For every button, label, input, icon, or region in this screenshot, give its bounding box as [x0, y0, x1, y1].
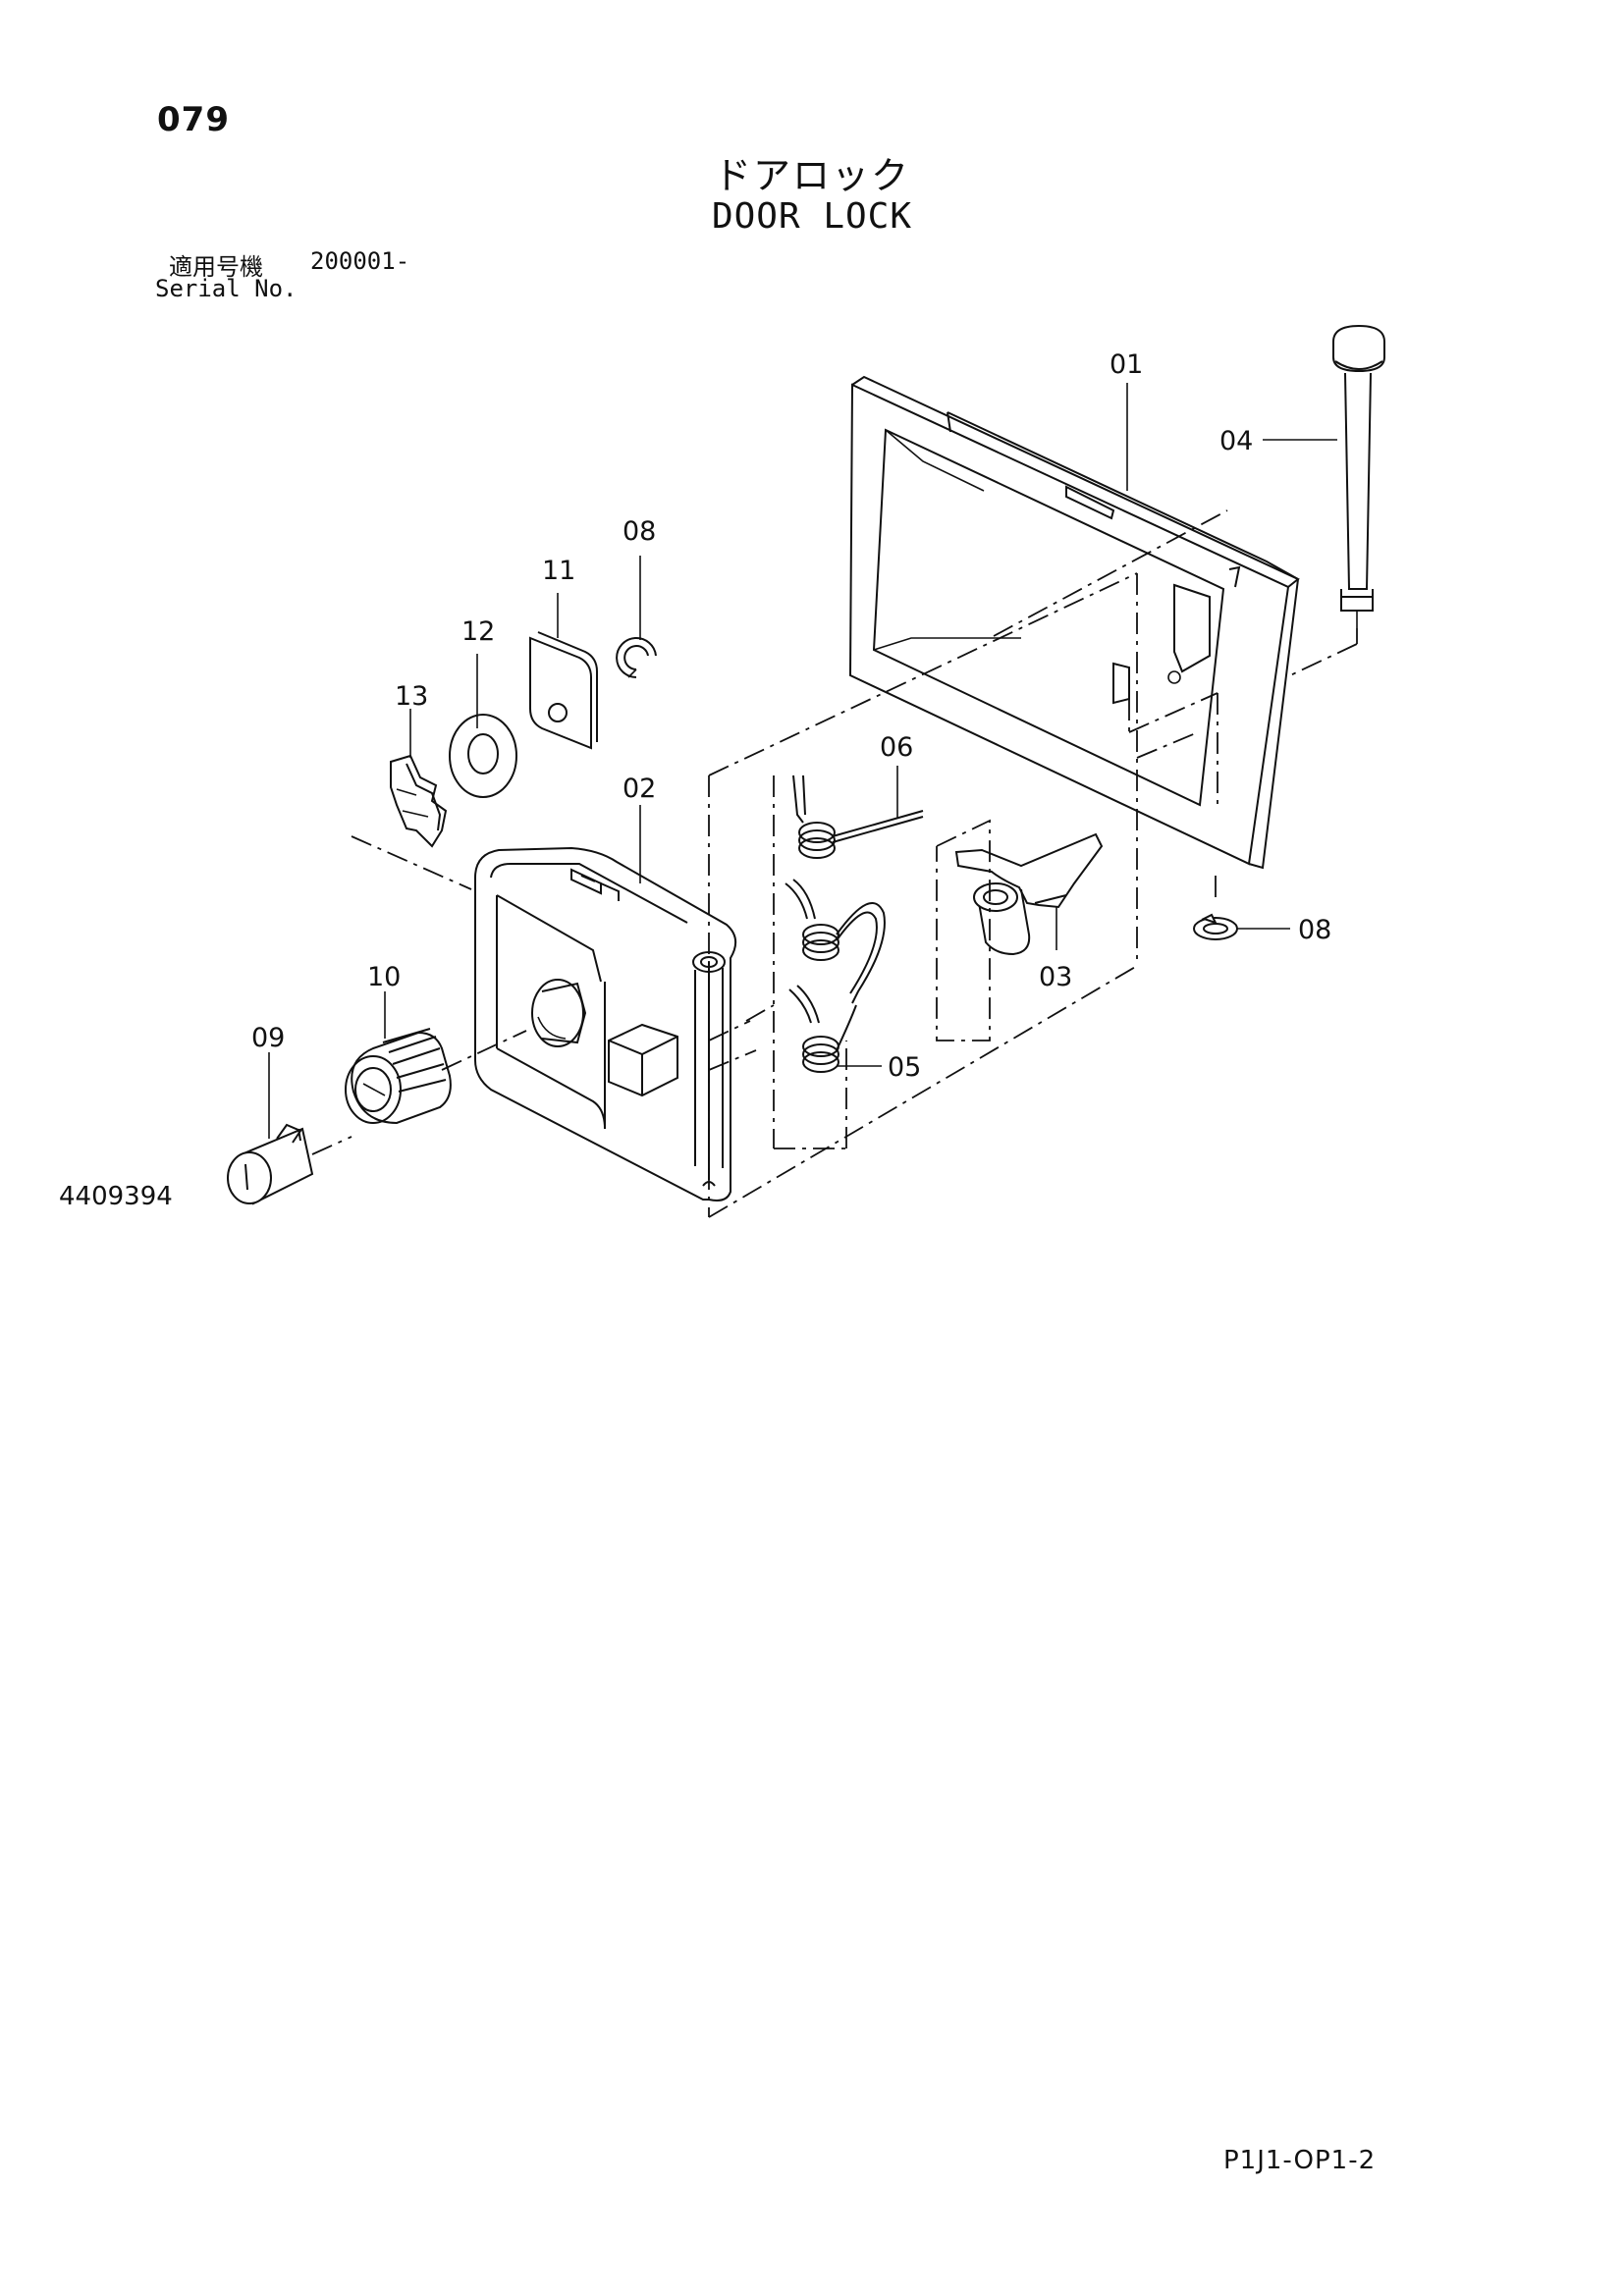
assembly-line-key [311, 1136, 352, 1155]
part-13-clip [390, 754, 448, 848]
page-number: 079 [157, 100, 230, 139]
assembly-line-latch [936, 819, 991, 1041]
serial-label-english: Serial No. [155, 275, 298, 302]
callout-02: 02 [623, 774, 656, 804]
assembly-line-cylinder [441, 1030, 527, 1071]
part-06-spring [792, 774, 924, 859]
callout-10: 10 [367, 962, 401, 992]
assembly-line-pin [708, 1020, 757, 1071]
title-japanese: ドアロック [713, 154, 910, 197]
serial-label-japanese: 適用号機 [169, 253, 263, 281]
callout-09: 09 [251, 1023, 285, 1053]
part-11-plate [529, 631, 598, 750]
assembly-line-inner [745, 775, 847, 1149]
callout-06: 06 [880, 732, 913, 763]
part-05-spring [785, 879, 886, 1073]
part-09-key-cylinder [227, 1123, 314, 1205]
serial-number-value: 200001- [310, 247, 410, 275]
part-04-pin [1332, 324, 1385, 644]
callout-04: 04 [1219, 426, 1253, 456]
callout-05: 05 [888, 1052, 921, 1083]
title-english: DOOR LOCK [711, 196, 913, 237]
part-02-lock-body [474, 846, 737, 1201]
assembly-line-upper [351, 835, 472, 890]
footer-code: P1J1-OP1-2 [1223, 2146, 1377, 2175]
callout-03: 03 [1039, 962, 1072, 992]
leader-lines [268, 383, 1337, 1139]
part-08-e-ring-upper [616, 637, 657, 678]
callout-13: 13 [395, 681, 428, 712]
part-12-washer [449, 714, 517, 798]
part-10-cylinder-housing [345, 1028, 452, 1125]
assembly-boundary [708, 572, 1138, 1218]
part-03-latch [954, 832, 1104, 956]
callout-11: 11 [542, 556, 575, 586]
callout-12: 12 [461, 616, 495, 647]
part-01-housing [848, 375, 1300, 870]
callout-08-lower: 08 [1298, 915, 1331, 945]
callout-01: 01 [1110, 349, 1143, 380]
assembly-line-frame [993, 509, 1358, 678]
callout-08-upper: 08 [623, 516, 656, 547]
drawing-number: 4409394 [59, 1182, 173, 1211]
part-08-e-ring-lower [1193, 913, 1238, 940]
